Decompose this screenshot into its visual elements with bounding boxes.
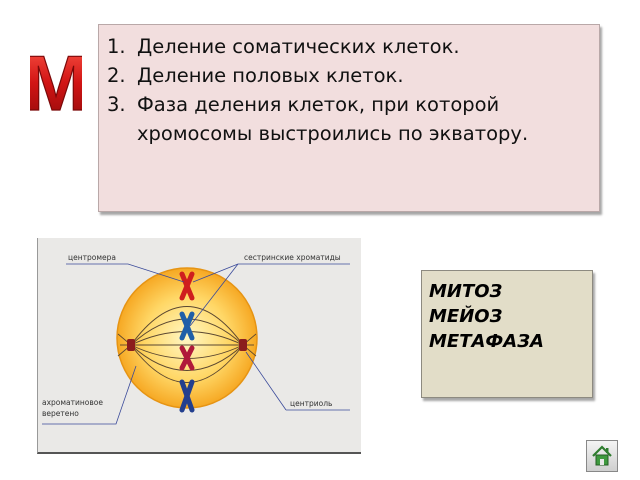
question-text: Фаза деления клеток, при которой хромосо… bbox=[137, 93, 529, 145]
question-box: 1. Деление соматических клеток. 2. Делен… bbox=[98, 24, 600, 212]
label-spindle-line1: ахроматиновое bbox=[42, 398, 103, 407]
question-number: 1. bbox=[107, 35, 126, 58]
question-text: Деление соматических клеток. bbox=[137, 35, 460, 58]
answer-mitosis: МИТОЗ bbox=[429, 281, 503, 302]
question-item: 2. Деление половых клеток. bbox=[107, 61, 591, 90]
big-letter-text: М bbox=[30, 42, 82, 118]
home-icon bbox=[592, 445, 612, 466]
label-centriole: центриоль bbox=[290, 399, 332, 408]
label-centromere: центромера bbox=[68, 253, 116, 262]
label-spindle-line2: веретено bbox=[42, 409, 79, 418]
question-text: Деление половых клеток. bbox=[137, 64, 404, 87]
chromosome bbox=[179, 271, 195, 301]
centriole-left bbox=[127, 339, 135, 351]
big-letter-m: М bbox=[23, 38, 89, 127]
cell-body bbox=[116, 267, 258, 409]
chromosome bbox=[179, 311, 195, 341]
question-number: 2. bbox=[107, 64, 126, 87]
chromosome bbox=[179, 345, 195, 371]
answer-box: МИТОЗ МЕЙОЗ МЕТАФАЗА bbox=[421, 270, 593, 398]
answer-metaphase: МЕТАФАЗА bbox=[429, 331, 544, 352]
home-button[interactable] bbox=[586, 440, 618, 472]
chromosome bbox=[179, 379, 195, 413]
question-list: 1. Деление соматических клеток. 2. Делен… bbox=[99, 25, 599, 148]
question-number: 3. bbox=[107, 93, 126, 116]
centriole-right bbox=[239, 339, 247, 351]
metaphase-diagram: центромера сестринские хроматиды ахромат… bbox=[37, 238, 361, 454]
question-item: 1. Деление соматических клеток. bbox=[107, 32, 591, 61]
answer-meiosis: МЕЙОЗ bbox=[429, 306, 503, 327]
label-sister-chromatids: сестринские хроматиды bbox=[244, 253, 341, 262]
question-item: 3. Фаза деления клеток, при которой хром… bbox=[107, 90, 591, 148]
